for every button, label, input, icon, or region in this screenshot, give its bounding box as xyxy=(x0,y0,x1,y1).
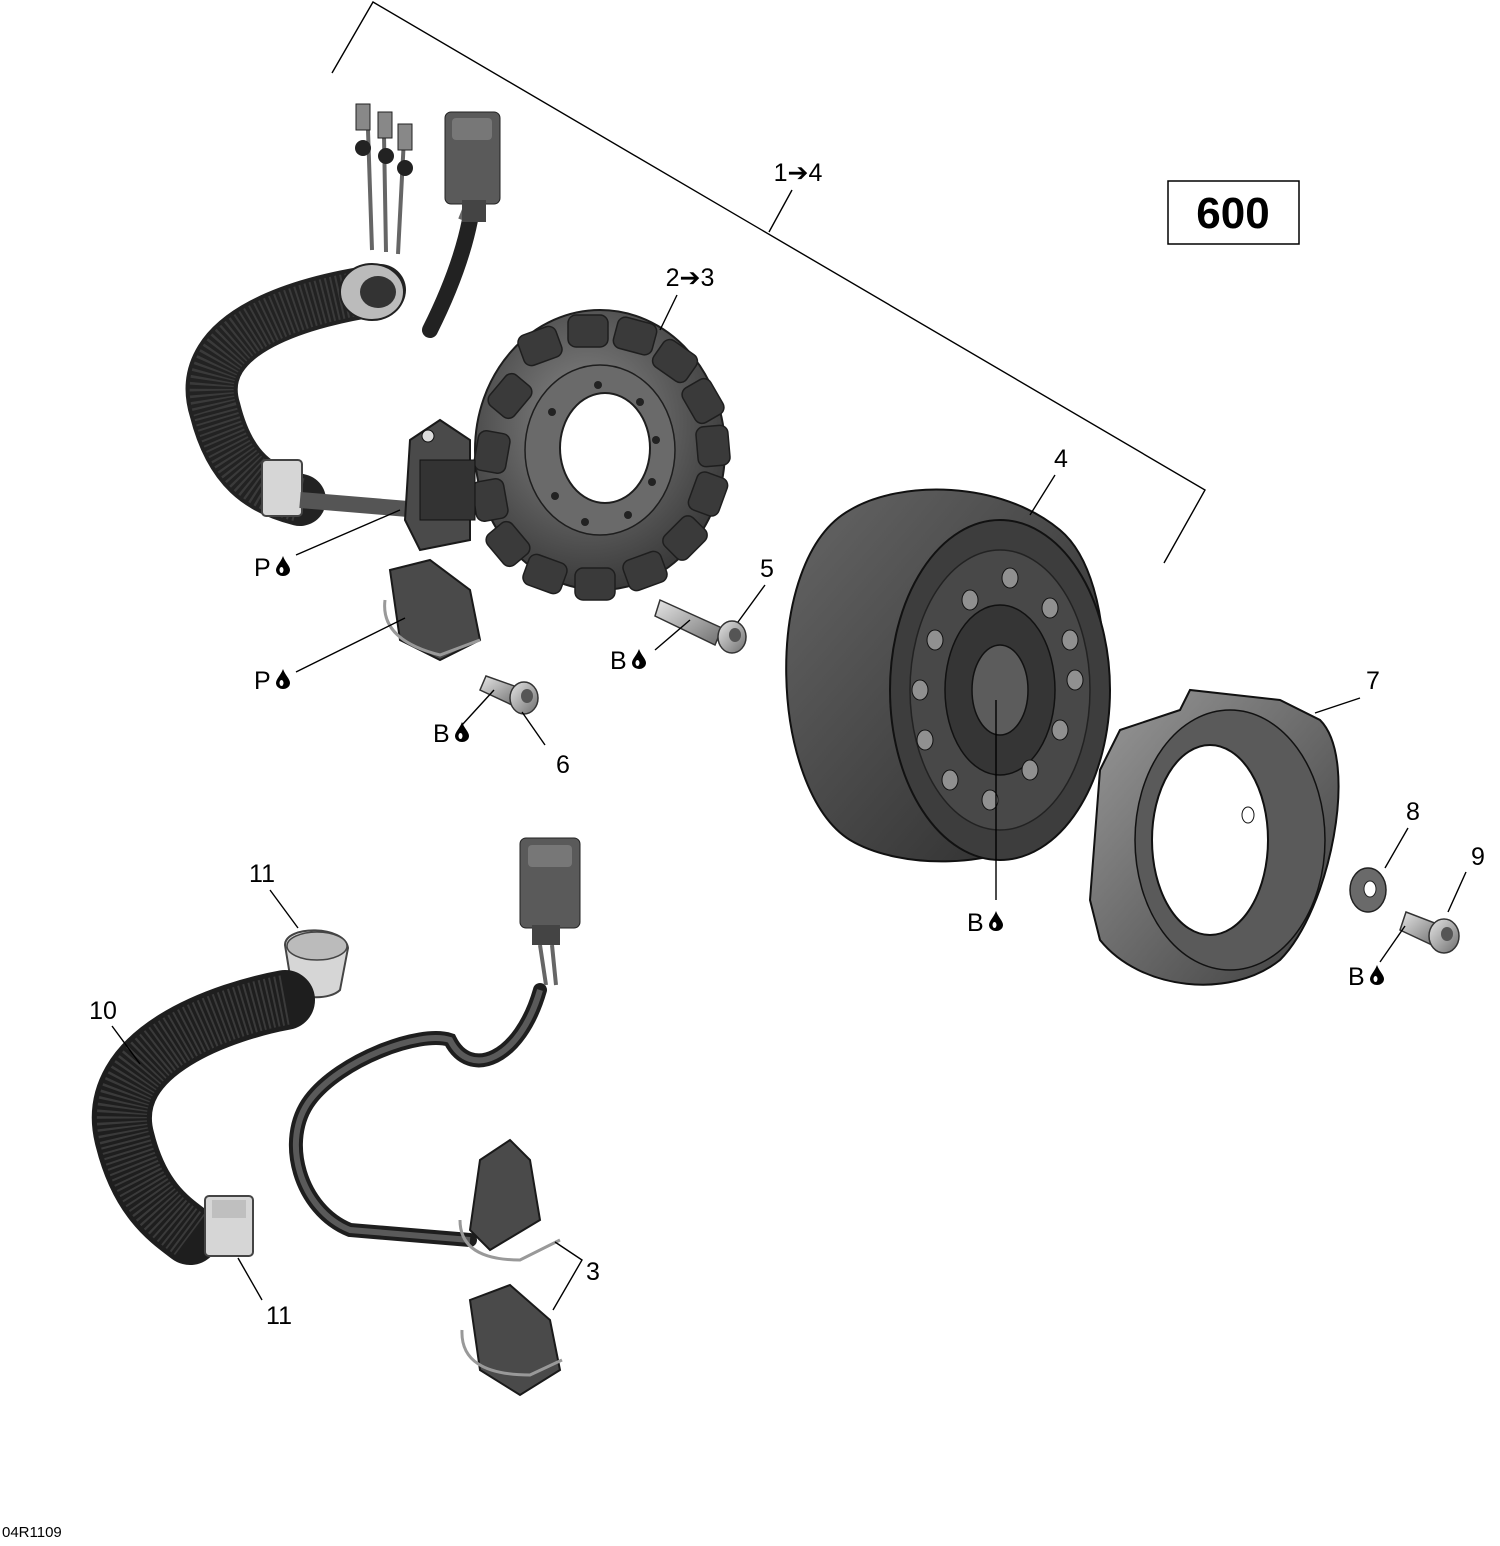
stator-harness xyxy=(185,103,501,526)
callout-10: 10 xyxy=(89,997,117,1025)
callout-6: 6 xyxy=(556,751,570,779)
callout-11-upper: 11 xyxy=(249,860,275,888)
callout-5: 5 xyxy=(760,555,774,583)
callout-3: 3 xyxy=(586,1258,600,1286)
callout-7: 7 xyxy=(1366,667,1380,695)
oil-drop-icon xyxy=(989,911,1003,931)
harness-plug-bottom xyxy=(519,837,581,945)
oil-drop-icon xyxy=(455,722,469,742)
callout-1-4: 1➔4 xyxy=(774,159,823,187)
harness-plug-top xyxy=(444,111,501,222)
lube-mark-b-rotor: B xyxy=(967,909,1003,937)
stator xyxy=(471,309,731,601)
lube-mark-b-bolt-9: B xyxy=(1348,963,1384,991)
oil-drop-icon xyxy=(1370,965,1384,985)
svg-text:P: P xyxy=(254,554,271,582)
sleeve-10 xyxy=(92,970,315,1265)
callout-8: 8 xyxy=(1406,798,1420,826)
lubricant-marks: P P B B B B xyxy=(254,554,1384,991)
pickup-sensor-upper xyxy=(403,418,476,552)
leader-lines xyxy=(111,294,1467,1311)
svg-text:P: P xyxy=(254,667,271,695)
svg-text:B: B xyxy=(610,647,627,675)
oil-drop-icon xyxy=(276,669,290,689)
trigger-wheel xyxy=(1088,688,1340,986)
terminal-connectors xyxy=(355,103,413,176)
model-box: 600 xyxy=(1167,180,1300,245)
lube-mark-b-bolt-5: B xyxy=(610,647,646,675)
svg-text:B: B xyxy=(967,909,984,937)
lube-mark-b-bolt-6: B xyxy=(433,720,469,748)
oil-drop-icon xyxy=(276,556,290,576)
rotor-flywheel xyxy=(785,488,1111,863)
callout-2-3: 2➔3 xyxy=(666,264,715,292)
lube-mark-p-lower: P xyxy=(254,667,290,695)
drawing-code: 04R1109 xyxy=(2,1524,62,1541)
svg-text:B: B xyxy=(433,720,450,748)
bolt-9 xyxy=(1399,911,1460,954)
model-label: 600 xyxy=(1196,189,1269,238)
callout-11-lower: 11 xyxy=(266,1302,292,1330)
lube-mark-p-upper: P xyxy=(254,554,290,582)
sleeve-11-lower xyxy=(204,1195,254,1257)
kit-bracket-1-4 xyxy=(331,1,1206,564)
callout-labels: 1➔4 2➔3 4 5 6 7 8 9 10 11 11 3 xyxy=(89,159,1485,1330)
oil-drop-icon xyxy=(632,649,646,669)
svg-text:B: B xyxy=(1348,963,1365,991)
washer-8 xyxy=(1349,867,1387,913)
callout-9: 9 xyxy=(1471,843,1485,871)
pickup-harness xyxy=(289,837,581,1397)
bolt-6 xyxy=(479,675,539,715)
pickup-sensor-lower xyxy=(383,558,482,662)
callout-4: 4 xyxy=(1054,445,1068,473)
bolt-5 xyxy=(654,598,747,654)
